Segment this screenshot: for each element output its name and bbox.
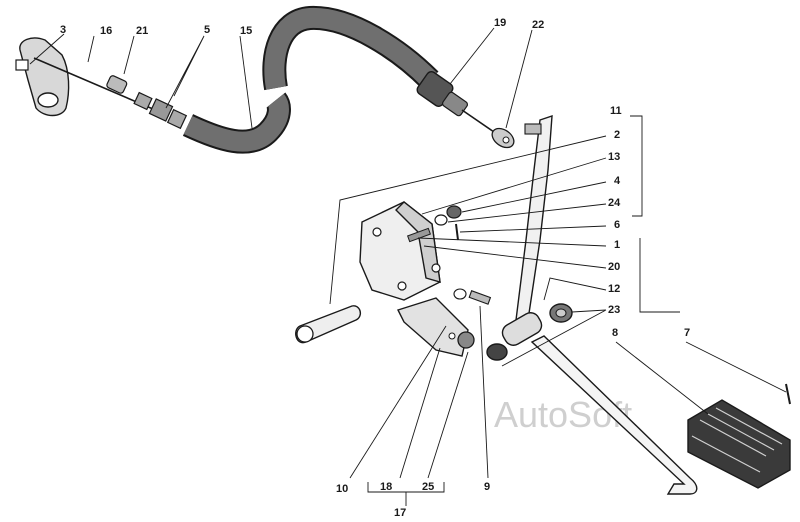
callout-21: 21 xyxy=(136,25,148,37)
washer-24 xyxy=(434,214,448,226)
callout-5: 5 xyxy=(204,24,210,36)
lever-tab xyxy=(15,59,29,71)
callout-1: 1 xyxy=(614,239,620,251)
callout-7: 7 xyxy=(684,327,690,339)
pedal-arm xyxy=(486,115,791,495)
pedal-hub xyxy=(501,312,543,346)
pedal-pad xyxy=(687,399,791,489)
callout-11: 11 xyxy=(610,105,622,117)
clutch-cable xyxy=(15,5,515,154)
bolt-9 xyxy=(468,290,492,305)
cotter-pin xyxy=(785,383,791,405)
bracket-hole-b xyxy=(397,281,407,291)
cable-sheath-upper-fill xyxy=(264,7,438,90)
callout-15: 15 xyxy=(240,25,252,37)
callout-16: 16 xyxy=(100,25,112,37)
callout-24: 24 xyxy=(608,197,621,209)
bracket-hole-a xyxy=(372,227,382,237)
cable-sheath-lower-fill xyxy=(183,93,289,152)
sheath-end-boot xyxy=(441,91,469,117)
callout-13: 13 xyxy=(608,151,620,163)
callout-8: 8 xyxy=(612,327,618,339)
bracket-hole-c xyxy=(431,263,441,273)
split-pin-6 xyxy=(455,223,459,241)
pedal-pad-ribs xyxy=(691,407,783,473)
leader-lines xyxy=(29,27,787,506)
bracket-side xyxy=(395,201,441,283)
callout-23: 23 xyxy=(608,304,620,316)
cable-wire-end xyxy=(461,109,495,133)
callout-22: 22 xyxy=(532,19,544,31)
callout-20: 20 xyxy=(608,261,620,273)
plate-bush-25 xyxy=(457,331,475,349)
pedal-arm-lower xyxy=(530,335,698,495)
callout-2: 2 xyxy=(614,129,620,141)
callout-12: 12 xyxy=(608,283,620,295)
lever-hole xyxy=(37,92,59,108)
bolt-9-washer xyxy=(453,288,467,300)
callout-4: 4 xyxy=(614,175,621,187)
pedal-hub-bore xyxy=(486,343,508,361)
cable-ferrule-21 xyxy=(106,75,128,94)
adjuster-nut-c xyxy=(166,108,188,130)
callout-17: 17 xyxy=(394,507,406,519)
pedal-bushing-bore xyxy=(555,308,567,318)
callout-6: 6 xyxy=(614,219,620,231)
callout-3: 3 xyxy=(60,24,66,36)
lower-plate xyxy=(397,297,469,357)
adjuster-nut-a xyxy=(133,91,153,111)
clevis-hole xyxy=(502,136,510,144)
callout-9: 9 xyxy=(484,481,490,493)
plate-hole xyxy=(448,332,456,340)
callout-25: 25 xyxy=(422,481,434,493)
clevis-pin-head xyxy=(524,123,542,135)
pivot-shaft-end xyxy=(296,325,314,343)
pedal-bracket xyxy=(295,201,492,357)
cable-clevis xyxy=(491,127,515,149)
adjuster-nut-b xyxy=(148,98,174,122)
nut-4 xyxy=(446,205,462,219)
callout-labels: 3 16 21 5 15 19 22 11 2 13 4 24 6 1 20 1… xyxy=(60,17,690,519)
callout-10: 10 xyxy=(336,483,348,495)
callout-18: 18 xyxy=(380,481,392,493)
callout-19: 19 xyxy=(494,17,506,29)
